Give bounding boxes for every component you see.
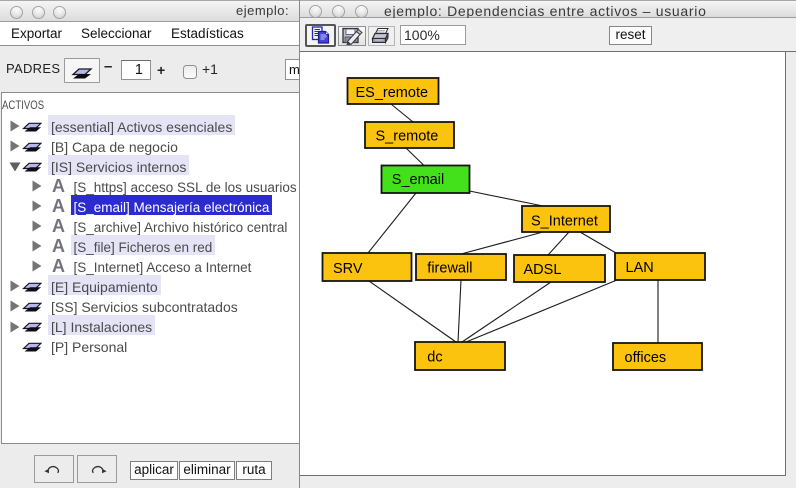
svg-text:ADSL: ADSL: [524, 262, 562, 278]
svg-text:ES_remote: ES_remote: [356, 85, 429, 101]
svg-text:S_email: S_email: [392, 172, 444, 188]
svg-text:offices: offices: [625, 350, 667, 366]
svg-text:firewall: firewall: [427, 261, 472, 277]
svg-text:dc: dc: [427, 350, 442, 366]
svg-text:S_Internet: S_Internet: [531, 214, 598, 230]
svg-text:SRV: SRV: [333, 261, 363, 277]
svg-text:S_remote: S_remote: [376, 129, 439, 145]
svg-text:LAN: LAN: [626, 260, 654, 276]
